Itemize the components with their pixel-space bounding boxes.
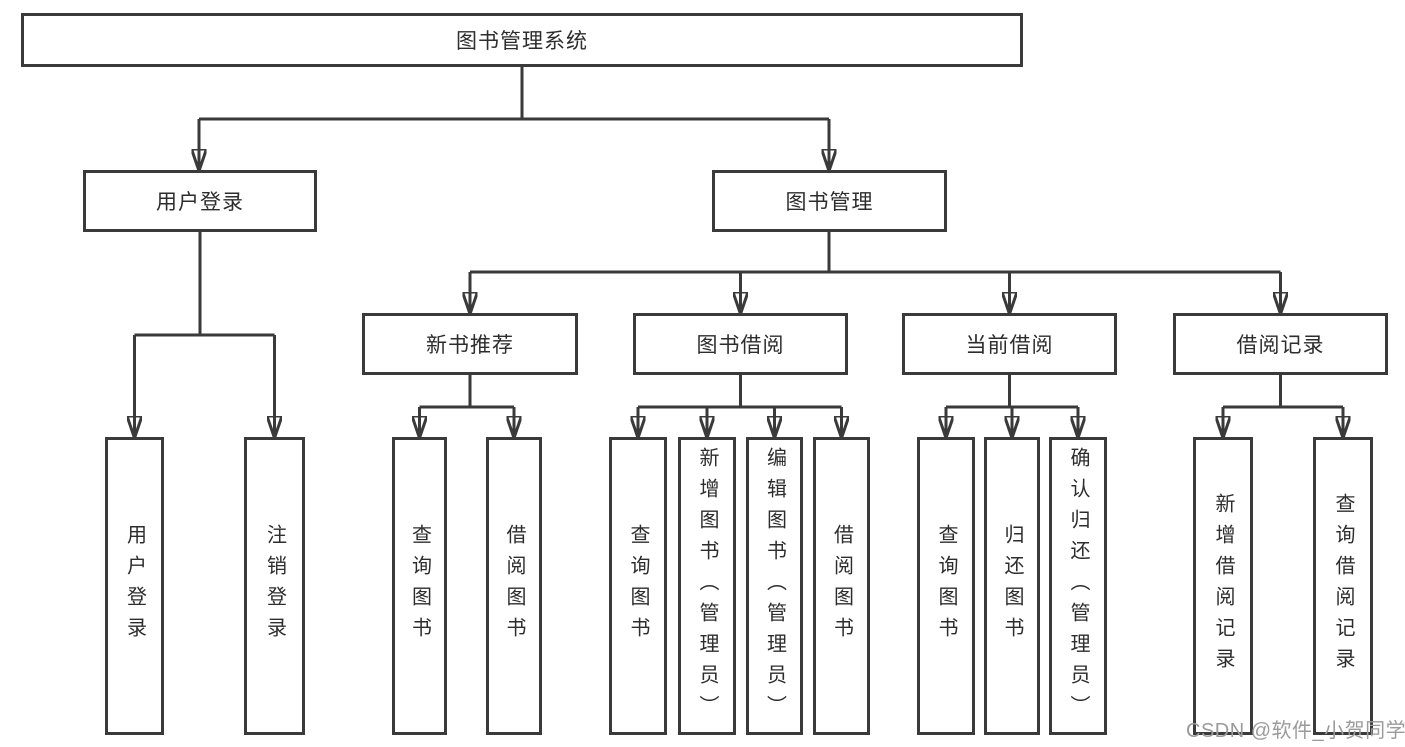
node-leaf-cb-confirm: 确认归还（管理员） bbox=[1049, 437, 1107, 735]
node-book-borrow: 图书借阅 bbox=[633, 313, 848, 375]
node-leaf-bb-search: 查询图书 bbox=[609, 437, 667, 735]
node-leaf-logout: 注销登录 bbox=[244, 437, 305, 735]
node-book-mgmt: 图书管理 bbox=[712, 170, 947, 232]
node-leaf-bb-add: 新增图书（管理员） bbox=[678, 437, 736, 735]
node-leaf-user-login: 用户登录 bbox=[105, 437, 164, 735]
node-current-borrow: 当前借阅 bbox=[902, 313, 1117, 375]
node-root: 图书管理系统 bbox=[21, 13, 1023, 67]
node-leaf-bb-edit: 编辑图书（管理员） bbox=[746, 437, 803, 735]
node-leaf-bb-borrow: 借阅图书 bbox=[813, 437, 870, 735]
node-leaf-nb-borrow: 借阅图书 bbox=[486, 437, 542, 735]
node-leaf-cb-search: 查询图书 bbox=[917, 437, 975, 735]
node-leaf-br-add: 新增借阅记录 bbox=[1193, 437, 1253, 735]
node-leaf-br-search: 查询借阅记录 bbox=[1313, 437, 1373, 735]
watermark: CSDN @软件_小贺同学 bbox=[1186, 720, 1405, 742]
node-leaf-cb-return: 归还图书 bbox=[984, 437, 1040, 735]
node-user-login: 用户登录 bbox=[83, 170, 317, 232]
node-leaf-nb-search: 查询图书 bbox=[392, 437, 447, 735]
node-borrow-records: 借阅记录 bbox=[1173, 313, 1388, 375]
node-new-books: 新书推荐 bbox=[362, 313, 578, 375]
